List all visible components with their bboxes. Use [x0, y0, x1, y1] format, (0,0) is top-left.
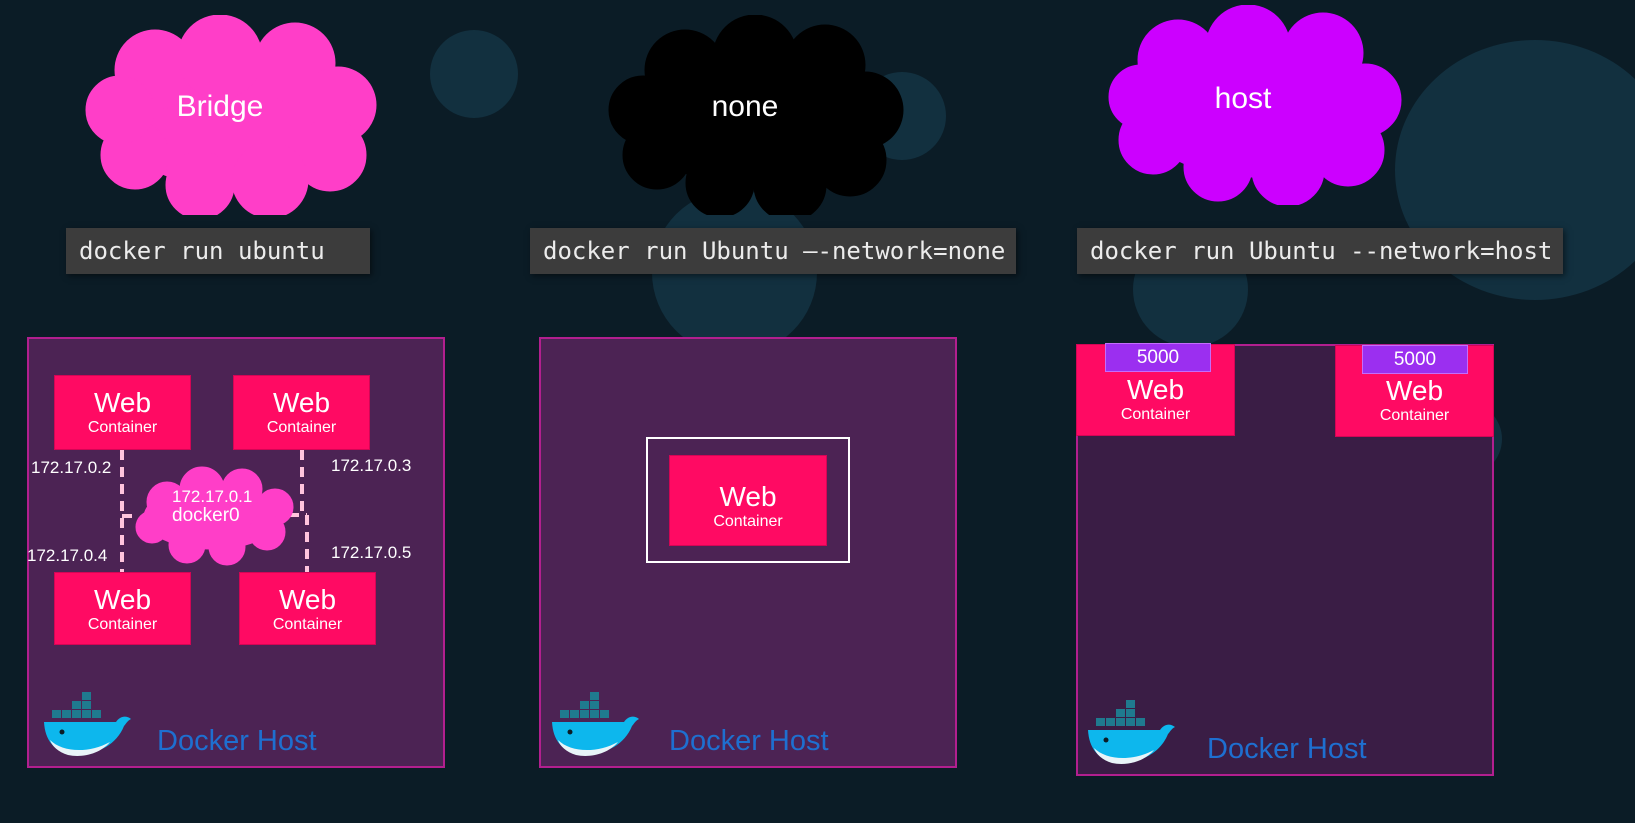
web-label: Web	[1385, 375, 1444, 406]
host-cloud	[1108, 5, 1402, 205]
none-cloud-label: none	[711, 90, 779, 123]
host-cloud-label: host	[1214, 82, 1272, 115]
web-label: Web	[278, 584, 337, 615]
host-command: docker run Ubuntu --network=host	[1077, 228, 1563, 274]
bridge-links	[120, 450, 309, 573]
bridge-command: docker run ubuntu	[66, 228, 370, 274]
web-container: Web Container	[54, 375, 191, 450]
web-label: Web	[1126, 374, 1185, 405]
port-badge: 5000	[1105, 343, 1211, 372]
bridge-cloud	[85, 15, 377, 215]
web-label: Web	[719, 481, 777, 512]
none-command: docker run Ubuntu –-network=none	[530, 228, 1016, 274]
docker-host-label: Docker Host	[157, 725, 317, 757]
container-label: Container	[1120, 406, 1191, 423]
gateway-name: docker0	[172, 505, 240, 526]
web-container: Web Container	[233, 375, 370, 450]
web-label: Web	[93, 584, 152, 615]
bridge-cloud-label: Bridge	[176, 90, 264, 123]
docker-whale-icon	[44, 692, 131, 756]
container-ip: 172.17.0.3	[331, 456, 412, 475]
container-label: Container	[87, 616, 158, 633]
web-container: Web Container	[54, 572, 191, 645]
web-container: Web Container	[669, 455, 827, 546]
gateway-ip: 172.17.0.1	[172, 487, 253, 506]
none-docker-host	[539, 337, 957, 768]
bg-circle	[430, 30, 518, 118]
container-label: Container	[87, 419, 158, 436]
docker-whale-icon	[1088, 700, 1175, 764]
docker-host-label: Docker Host	[669, 725, 829, 757]
container-label: Container	[713, 513, 783, 530]
none-cloud	[608, 15, 904, 215]
container-label: Container	[266, 419, 337, 436]
port-badge: 5000	[1362, 345, 1468, 374]
web-label: Web	[272, 387, 331, 418]
docker-host-label: Docker Host	[1207, 733, 1367, 765]
web-container: Web Container	[239, 572, 376, 645]
container-ip: 172.17.0.4	[27, 546, 108, 565]
web-label: Web	[93, 387, 152, 418]
isolation-box	[646, 437, 850, 563]
container-ip: 172.17.0.5	[331, 543, 412, 562]
container-ip: 172.17.0.2	[31, 458, 112, 477]
container-label: Container	[272, 616, 343, 633]
container-label: Container	[1379, 407, 1450, 424]
docker-whale-icon	[552, 692, 639, 756]
